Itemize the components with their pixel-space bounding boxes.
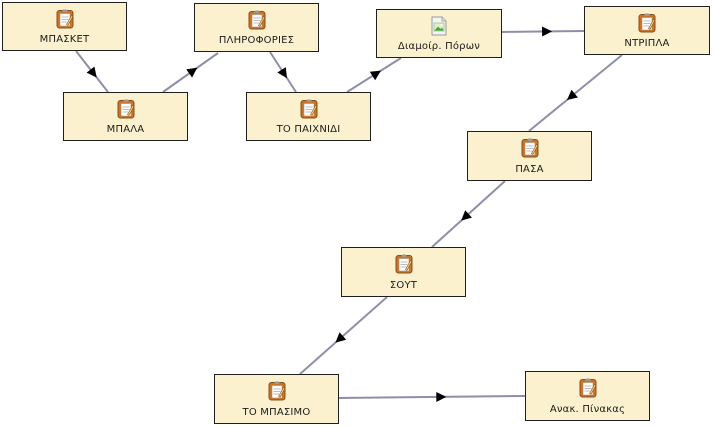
node-ball[interactable]: ΜΠΑΛΑ	[63, 92, 188, 141]
arrowhead-icon	[461, 210, 472, 221]
notepad-icon	[638, 13, 656, 33]
node-label: ΝΤΡΙΠΛΑ	[624, 38, 670, 49]
arrowhead-icon	[277, 67, 288, 79]
notepad-icon	[579, 378, 597, 398]
node-whiteboard[interactable]: Ανακ. Πίνακας	[525, 371, 650, 421]
notepad-icon	[268, 381, 286, 401]
arrowhead-icon	[566, 89, 578, 100]
arrowhead-icon	[542, 26, 553, 37]
node-label: ΠΑΣΑ	[515, 164, 544, 175]
connector-basketball-to-board	[338, 395, 526, 399]
node-label: ΜΠΑΛΑ	[106, 124, 145, 135]
node-basket[interactable]: ΜΠΑΣΚΕΤ	[2, 2, 127, 51]
node-label: ΤΟ ΠΑΙΧΝΙΔΙ	[276, 124, 341, 135]
notepad-icon	[117, 99, 135, 119]
node-basketball[interactable]: ΤΟ ΜΠΑΣΙΜΟ	[214, 374, 339, 424]
node-dribble[interactable]: ΝΤΡΙΠΛΑ	[584, 6, 710, 55]
arrowhead-icon	[335, 332, 347, 343]
notepad-icon	[521, 138, 539, 158]
arrowhead-icon	[186, 67, 198, 78]
connector-dribble-to-pass	[528, 54, 623, 132]
node-pass[interactable]: ΠΑΣΑ	[467, 131, 592, 181]
notepad-icon	[395, 254, 413, 274]
node-resource-sharing[interactable]: Διαμοίρ. Πόρων	[376, 9, 502, 58]
notepad-icon	[300, 99, 318, 119]
arrowhead-icon	[369, 70, 381, 81]
node-label: ΣΟΥΤ	[389, 280, 418, 291]
node-the-game[interactable]: ΤΟ ΠΑΙΧΝΙΔΙ	[246, 92, 371, 141]
connector-shoot-to-basketball	[299, 296, 388, 375]
node-label: ΤΟ ΜΠΑΣΙΜΟ	[242, 407, 311, 418]
node-label: Διαμοίρ. Πόρων	[397, 41, 481, 52]
arrowhead-icon	[436, 391, 447, 402]
notepad-icon	[56, 9, 74, 29]
notepad-icon	[248, 10, 266, 30]
image-file-icon	[430, 16, 448, 36]
node-shoot[interactable]: ΣΟΥΤ	[341, 247, 466, 297]
node-label: ΠΛΗΡΟΦΟΡΙΕΣ	[218, 35, 295, 46]
arrowhead-icon	[86, 66, 97, 78]
node-label: Ανακ. Πίνακας	[549, 404, 626, 415]
node-information[interactable]: ΠΛΗΡΟΦΟΡΙΕΣ	[194, 3, 319, 52]
node-label: ΜΠΑΣΚΕΤ	[39, 34, 90, 45]
